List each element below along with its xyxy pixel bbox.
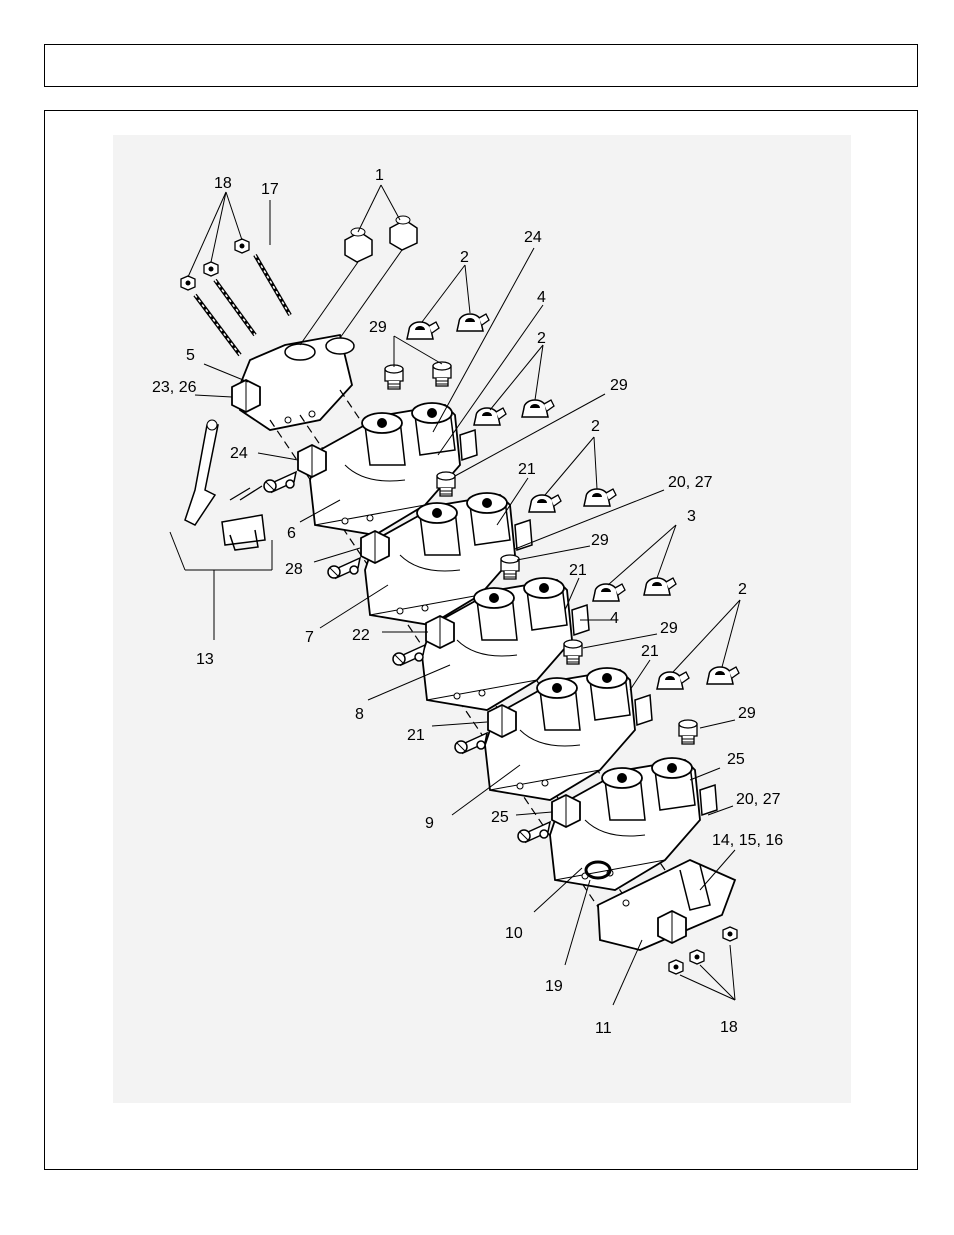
- callout-20-27-a: 20, 27: [668, 474, 713, 491]
- fitting-2b-left: [474, 408, 506, 425]
- callout-2-b: 2: [537, 330, 546, 347]
- plug-29e: [679, 720, 697, 744]
- plug-29b: [437, 472, 455, 496]
- callout-18-top: 18: [214, 175, 232, 192]
- callout-2-d: 2: [738, 581, 747, 598]
- plug-29d: [564, 640, 582, 664]
- nut-18-end-a: [723, 927, 737, 941]
- callout-21-a: 21: [518, 461, 536, 478]
- callout-7: 7: [305, 629, 314, 646]
- nut-18-top: [235, 239, 249, 253]
- callout-2-c: 2: [591, 418, 600, 435]
- callout-24-top: 24: [524, 229, 542, 246]
- stud-17: [255, 255, 290, 315]
- callout-20-27-b: 20, 27: [736, 791, 781, 808]
- plug-29a-right: [433, 362, 451, 386]
- plug-14-15-16: [658, 911, 686, 943]
- callout-3: 3: [687, 508, 696, 525]
- header-section-5: [240, 335, 354, 430]
- nut-18-end-c: [690, 950, 704, 964]
- fitting-2a-left: [407, 322, 439, 339]
- nut-18-low: [181, 276, 195, 290]
- callout-10: 10: [505, 925, 523, 942]
- callout-4: 4: [610, 610, 619, 627]
- callout-4-top: 4: [537, 289, 546, 306]
- callout-29-e: 29: [738, 705, 756, 722]
- nut-18-end-b: [669, 960, 683, 974]
- bolt-24: [298, 445, 326, 477]
- callout-21-d: 21: [407, 727, 425, 744]
- callout-23-26: 23, 26: [152, 379, 197, 396]
- callout-29-c: 29: [591, 532, 609, 549]
- fitting-1-left: [345, 228, 372, 262]
- callout-14-15-16: 14, 15, 16: [712, 832, 783, 849]
- bolt-28: [361, 531, 389, 563]
- callout-8: 8: [355, 706, 364, 723]
- callout-19: 19: [545, 978, 563, 995]
- callout-13: 13: [196, 651, 214, 668]
- fitting-1-right: [390, 216, 417, 250]
- callout-21-c: 21: [641, 643, 659, 660]
- callout-21-b: 21: [569, 562, 587, 579]
- lever-handle: [185, 420, 218, 525]
- callout-25-b: 25: [491, 809, 509, 826]
- callout-17: 17: [261, 181, 279, 198]
- plug-29a-left: [385, 365, 403, 389]
- spool-6: [264, 472, 296, 492]
- callout-2-a: 2: [460, 249, 469, 266]
- plug-29c: [501, 555, 519, 579]
- fitting-2a-right: [457, 314, 489, 331]
- callout-9: 9: [425, 815, 434, 832]
- spool-10: [518, 822, 550, 842]
- bolt-25: [552, 795, 580, 827]
- callout-1: 1: [375, 167, 384, 184]
- callout-24: 24: [230, 445, 248, 462]
- fitting-3-left: [593, 584, 625, 601]
- callout-22: 22: [352, 627, 370, 644]
- callout-25-a: 25: [727, 751, 745, 768]
- cotter-pins: [230, 486, 262, 500]
- callout-18-bottom: 18: [720, 1019, 738, 1036]
- callout-28: 28: [285, 561, 303, 578]
- nut-18-mid: [204, 262, 218, 276]
- fitting-2b-right: [522, 400, 554, 417]
- plug-22: [426, 616, 454, 648]
- bolt-21: [488, 705, 516, 737]
- plug-23-26: [232, 380, 260, 412]
- bracket-plate: [222, 515, 265, 550]
- fitting-2c-left: [529, 495, 561, 512]
- callout-6: 6: [287, 525, 296, 542]
- callout-29-a: 29: [369, 319, 387, 336]
- spool-9: [455, 733, 487, 753]
- spool-7: [328, 558, 360, 578]
- callout-29-b: 29: [610, 377, 628, 394]
- spool-8: [393, 645, 425, 665]
- fitting-2d-left: [657, 672, 689, 689]
- fitting-2c-right: [584, 489, 616, 506]
- fitting-3-right: [644, 578, 676, 595]
- callout-5: 5: [186, 347, 195, 364]
- callout-11: 11: [595, 1020, 612, 1037]
- fitting-2d-right: [707, 667, 739, 684]
- callout-29-d: 29: [660, 620, 678, 637]
